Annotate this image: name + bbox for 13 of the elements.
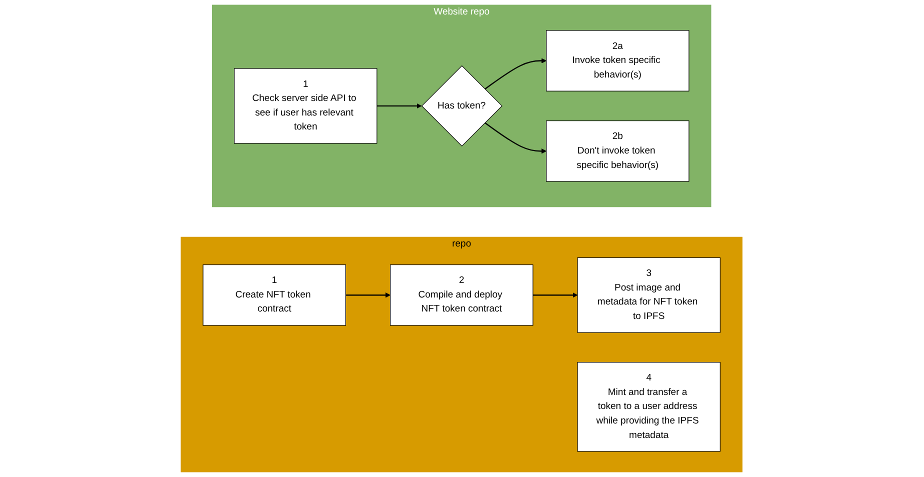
arrow (346, 292, 391, 298)
node-box: 2 Compile and deploy NFT token contract (390, 264, 534, 326)
node-box: 2b Don't invoke token specific behavior(s) (546, 120, 690, 182)
arrow (484, 58, 547, 90)
node-box: 2a Invoke token specific behavior(s) (546, 30, 690, 92)
node-box: 1 Check server side API to see if user has relevant token (234, 68, 378, 144)
node-box: 4 Mint and transfer a token to a user address while providing the IPFS metadata (578, 362, 721, 452)
arrow (377, 103, 422, 109)
arrow (533, 292, 578, 298)
arrow (484, 122, 547, 154)
node-diamond: Has token? (422, 65, 503, 146)
node-box: 3 Post image and metadata for NFT token to IPFS (578, 257, 721, 333)
node-box: 1 Create NFT token contract (203, 264, 346, 326)
